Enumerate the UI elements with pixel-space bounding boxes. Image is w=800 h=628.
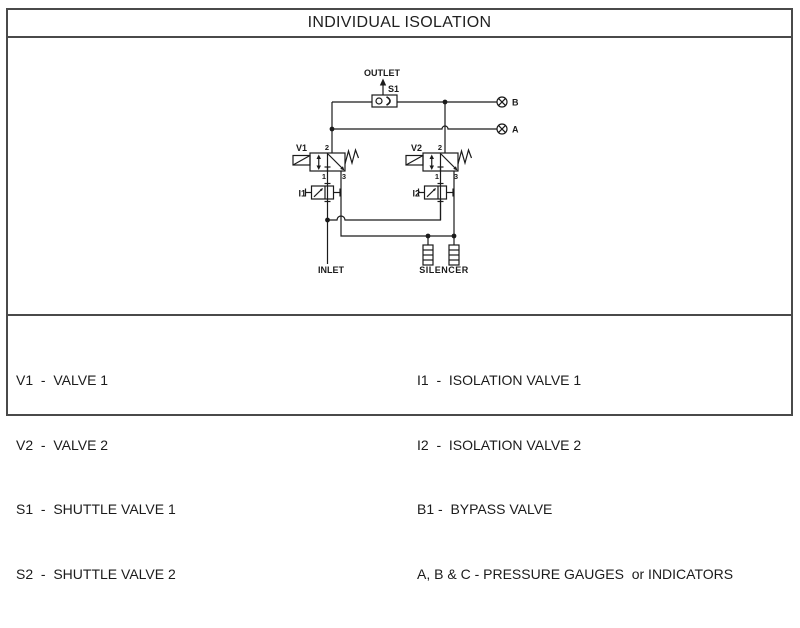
shuttle-valve-s1 <box>371 94 398 108</box>
pneumatic-circuit-diagram: OUTLET S1 B A V1 V2 2 2 1 1 3 3 I1 I2 IN… <box>292 68 519 275</box>
iso-valve-i2-label: I2 <box>412 189 420 199</box>
outlet-label: OUTLET <box>364 68 400 78</box>
silencer-label: SILENCER <box>419 265 469 275</box>
legend-column-right: I1 - ISOLATION VALVE 1 I2 - ISOLATION VA… <box>417 327 733 628</box>
isolation-valve-i1 <box>304 182 341 203</box>
gauge-b-icon <box>496 96 508 108</box>
legend-item: I2 - ISOLATION VALVE 2 <box>417 436 582 453</box>
valve-v2 <box>405 149 473 172</box>
inlet-label: INLET <box>318 265 345 275</box>
v2-port1-label: 1 <box>435 172 439 181</box>
v1-port3-label: 3 <box>342 172 346 181</box>
valve-v2-label: V2 <box>411 143 422 153</box>
legend-item: V2 - VALVE 2 <box>16 436 109 453</box>
legend-item: S1 - SHUTTLE VALVE 1 <box>16 501 176 517</box>
page-title: INDIVIDUAL ISOLATION <box>307 14 492 31</box>
valve-v1 <box>292 149 360 172</box>
v1-port1-label: 1 <box>322 172 326 181</box>
outlet-arrow-icon <box>379 78 387 95</box>
diagram-area: OUTLET S1 B A V1 V2 2 2 1 1 3 3 I1 I2 IN… <box>8 38 791 316</box>
legend-item: I1 - ISOLATION VALVE 1 <box>417 372 582 388</box>
gauge-a-icon <box>496 123 508 135</box>
v2-port3-label: 3 <box>454 172 458 181</box>
document-frame: INDIVIDUAL ISOLATION <box>6 8 793 582</box>
gauge-b-label: B <box>512 98 519 108</box>
legend-column-left: V1 - VALVE 1 V2 - VALVE 2 S1 - SHUTTLE V… <box>16 327 176 628</box>
legend-item: A, B & C - PRESSURE GAUGES or INDICATORS <box>417 565 734 582</box>
junction-dots <box>325 99 457 239</box>
legend-item: B1 - BYPASS VALVE <box>417 501 553 517</box>
circuit-wires <box>326 101 497 264</box>
title-bar: INDIVIDUAL ISOLATION <box>8 10 791 38</box>
shuttle-valve-label: S1 <box>388 84 399 94</box>
valve-v1-label: V1 <box>296 143 307 153</box>
legend-area: V1 - VALVE 1 V2 - VALVE 2 S1 - SHUTTLE V… <box>8 316 791 582</box>
legend-item: S2 - SHUTTLE VALVE 2 <box>16 565 176 582</box>
iso-valve-i1-label: I1 <box>298 189 306 199</box>
silencer-right <box>448 244 460 266</box>
v2-port2-label: 2 <box>438 143 442 152</box>
gauge-a-label: A <box>512 125 519 135</box>
isolation-valve-i2 <box>417 182 454 203</box>
silencer-left <box>422 244 434 266</box>
legend-item: V1 - VALVE 1 <box>16 372 109 388</box>
v1-port2-label: 2 <box>325 143 329 152</box>
